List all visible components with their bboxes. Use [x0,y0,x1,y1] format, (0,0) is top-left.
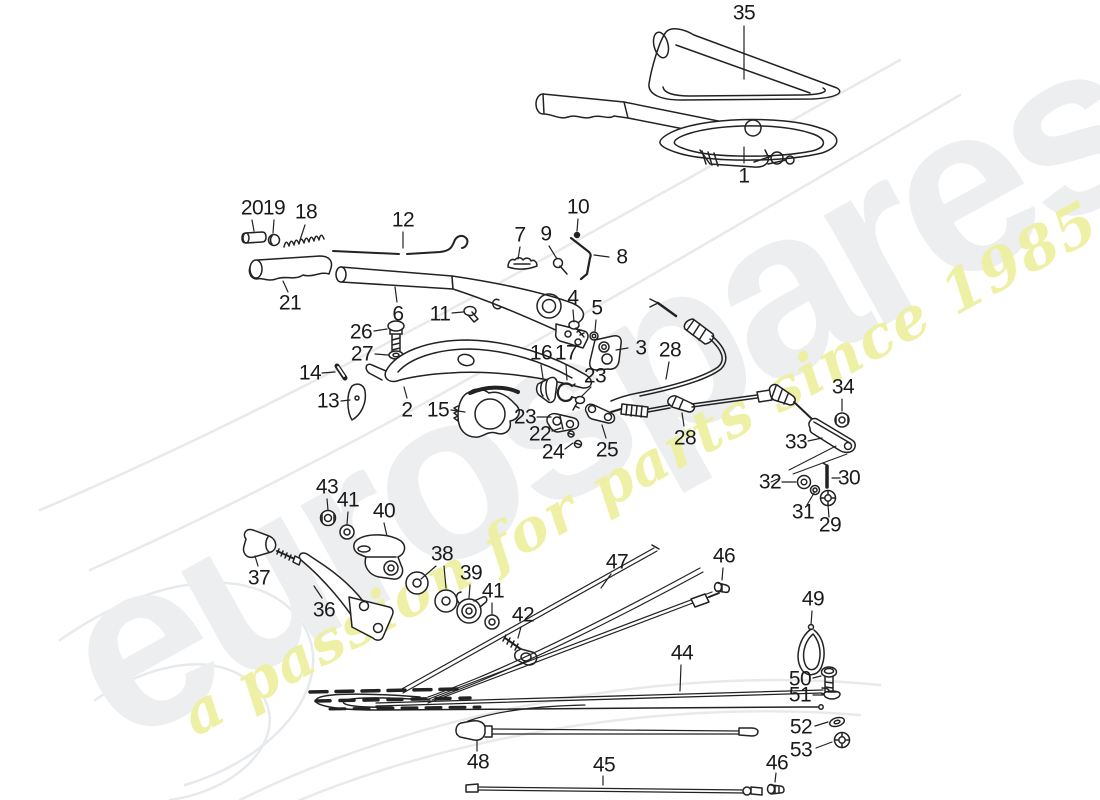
block-3-drawing [589,335,622,371]
bushing-16-drawing [535,376,558,404]
washer-51-drawing [823,690,841,700]
washers-38-drawing [405,571,458,613]
equalizer-25-drawing [584,403,616,424]
washer-41-lower-drawing [484,614,500,630]
knob-37-drawing [242,528,277,559]
cap-46-upper-drawing [713,581,731,594]
grip-21-drawing [248,255,333,281]
pins-24-drawing [567,430,583,449]
washer-19-drawing [267,233,281,247]
bolt-26-drawing [387,320,405,353]
lever-6-drawing [335,266,589,349]
circlip-17-drawing [556,382,577,403]
pawl-13-drawing [347,383,367,421]
bracket-7-drawing [507,257,538,270]
cable-28-lower-drawing [610,383,814,421]
cable-bundle-drawing [308,687,824,711]
rivet-10-drawing [573,231,581,239]
cap-46-lower-drawing [766,783,785,795]
lever-8-drawing [569,236,592,281]
handbrake-lever-1-drawing [535,93,838,168]
nut-31-drawing [809,484,821,496]
washer-32-drawing [796,474,812,490]
pin-20-drawing [241,231,267,244]
castle-nut-29-drawing [819,489,837,507]
washer-41-upper-drawing [339,524,355,540]
leader-lines [251,25,843,786]
cam-39-drawing [455,591,488,624]
sector-2-drawing [365,339,592,389]
cable-28-upper-drawing [610,298,727,402]
rod-45-drawing [465,783,763,796]
cable-48-drawing [455,704,759,741]
spring-18-drawing [283,234,325,248]
nut-43-drawing [319,509,337,527]
lever-36-drawing [276,548,394,641]
washer-52-drawing [828,716,846,728]
sleeve-33-drawing [770,417,856,483]
screw-9-drawing [552,257,568,275]
nut-34-drawing [834,412,850,428]
clip-49-drawing [797,623,825,676]
screw-23-drawing [572,395,586,411]
stud-30-drawing [822,462,829,489]
pin-14-drawing [334,363,348,381]
bracket-40-drawing [353,534,406,580]
rod-47-drawing [399,544,660,694]
cam-15-drawing [453,385,520,438]
nut-5-drawing [589,331,599,341]
clevis-22-drawing [546,412,580,433]
screw-11-drawing [463,305,479,323]
rod-12-drawing [332,234,469,255]
castle-nut-53-drawing [833,731,851,749]
